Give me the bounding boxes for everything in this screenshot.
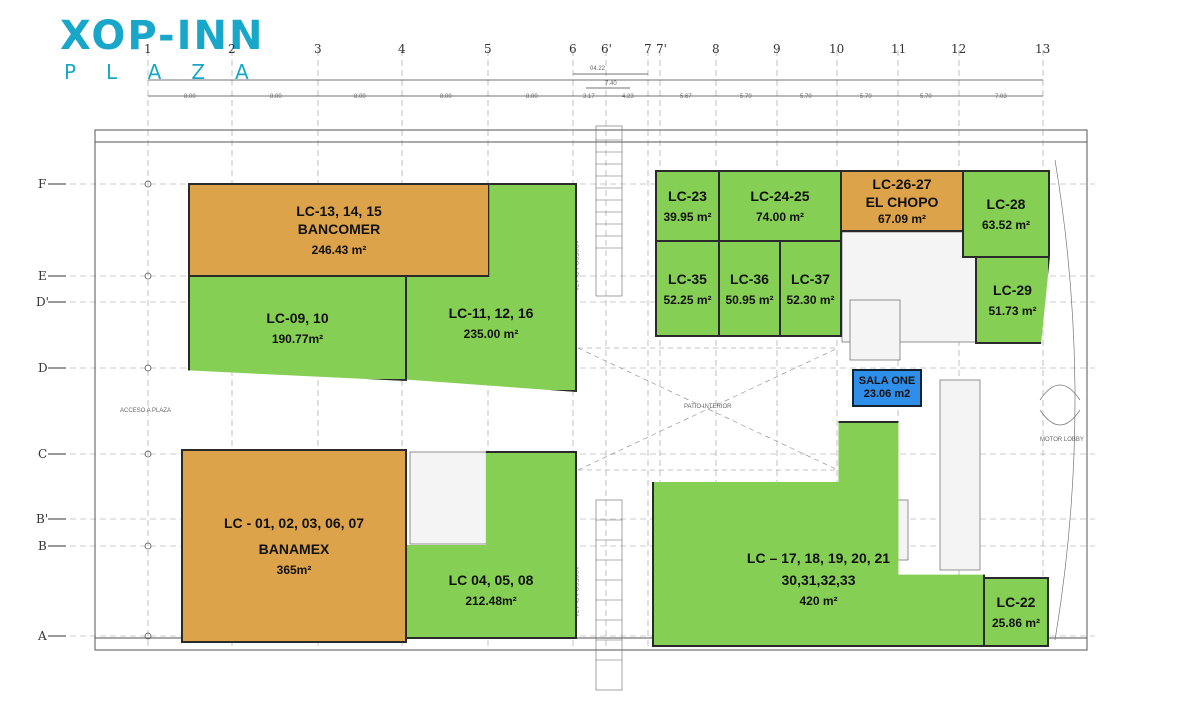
unit-sala-one[interactable]: SALA ONE 23.06 m2 bbox=[852, 369, 922, 407]
spacing-label: 3.17 bbox=[583, 94, 595, 100]
column-label: 3 bbox=[314, 42, 322, 56]
unit-area: 420 m² bbox=[799, 594, 838, 608]
spacing-label: 4.23 bbox=[622, 94, 634, 100]
column-label: 5 bbox=[484, 42, 492, 56]
unit-area: 67.09 m² bbox=[877, 212, 927, 226]
unit-area: 212.48m² bbox=[465, 594, 517, 608]
unit-name: LC-11, 12, 16 bbox=[448, 304, 534, 321]
unit-area: 74.00 m² bbox=[755, 210, 805, 224]
column-label: 6 bbox=[569, 42, 577, 56]
column-label: 13 bbox=[1035, 42, 1051, 56]
unit-name: LC-22 bbox=[996, 594, 1036, 610]
unit-name: LC-09, 10 bbox=[266, 310, 329, 326]
unit-lc-23[interactable]: LC-23 39.95 m² bbox=[655, 170, 720, 242]
unit-area: 51.73 m² bbox=[988, 304, 1037, 318]
spacing-label: 8.00 bbox=[184, 94, 196, 100]
row-label: B' bbox=[36, 512, 49, 526]
unit-lc-35[interactable]: LC-35 52.25 m² bbox=[655, 240, 720, 337]
unit-name: LC-37 bbox=[791, 270, 830, 287]
column-label: 10 bbox=[829, 42, 845, 56]
column-label: 8 bbox=[712, 42, 720, 56]
spacing-label: 8.00 bbox=[526, 94, 538, 100]
unit-area: 190.77m² bbox=[271, 332, 324, 346]
column-label: 4 bbox=[398, 42, 406, 56]
unit-area: 235.00 m² bbox=[463, 326, 519, 341]
column-label: 2 bbox=[228, 42, 236, 56]
lobby-note: MOTOR LOBBY bbox=[1040, 437, 1084, 443]
row-label: D' bbox=[36, 295, 49, 309]
unit-name: LC-29 bbox=[993, 282, 1032, 298]
unit-tenant: BANAMEX bbox=[258, 541, 330, 557]
spacing-label: 5.70 bbox=[920, 94, 932, 100]
patio-note: PATIO INTERIOR bbox=[684, 404, 732, 410]
unit-name: LC - 01, 02, 03, 06, 07 bbox=[223, 515, 365, 531]
unit-lc-01[interactable]: LC - 01, 02, 03, 06, 07 BANAMEX 365m² bbox=[181, 449, 407, 643]
column-label: 6' bbox=[601, 42, 612, 56]
spacing-label: 7.03 bbox=[995, 94, 1007, 100]
row-label: F bbox=[38, 177, 47, 191]
unit-area: 23.06 m2 bbox=[863, 388, 911, 400]
unit-name: LC – 17, 18, 19, 20, 21 bbox=[746, 550, 891, 566]
logo-title: XOP-INN bbox=[60, 13, 265, 59]
spacing-label: 8.00 bbox=[440, 94, 452, 100]
spacing-label: 8.00 bbox=[354, 94, 366, 100]
dimension-label: 04.22 bbox=[590, 66, 606, 72]
column-label: 9 bbox=[773, 42, 781, 56]
unit-name: LC-23 bbox=[668, 188, 707, 204]
unit-name: LC-13, 14, 15 bbox=[296, 203, 382, 219]
spacing-label: 5.67 bbox=[680, 94, 692, 100]
row-label: C bbox=[38, 447, 48, 461]
dimension-label: 7.40 bbox=[605, 81, 617, 87]
column-label: 1 bbox=[144, 42, 152, 56]
column-label: 12 bbox=[951, 42, 967, 56]
lobby-curves bbox=[1039, 159, 1081, 641]
dimension-lines bbox=[148, 73, 1043, 97]
unit-name: LC 04, 05, 08 bbox=[448, 572, 534, 588]
unit-lc-09-10[interactable]: LC-09, 10 190.77m² bbox=[188, 275, 407, 381]
row-label: E bbox=[38, 269, 47, 283]
unit-area: 25.86 m² bbox=[991, 616, 1041, 630]
access-note: ACCESO A PLAZA bbox=[120, 408, 172, 414]
unit-lc-13-14-15[interactable]: LC-13, 14, 15 BANCOMER 246.43 m² bbox=[188, 183, 490, 277]
unit-name: LC-24-25 bbox=[750, 188, 810, 204]
unit-area: 246.43 m² bbox=[311, 243, 367, 257]
stairs bbox=[595, 125, 623, 691]
unit-area: 52.30 m² bbox=[786, 292, 835, 307]
unit-lc-37[interactable]: LC-37 52.30 m² bbox=[779, 240, 842, 337]
unit-lc-36[interactable]: LC-36 50.95 m² bbox=[718, 240, 781, 337]
spacing-label: 5.70 bbox=[860, 94, 872, 100]
spacing-label: 5.70 bbox=[800, 94, 812, 100]
axis-arrows bbox=[48, 183, 66, 637]
unit-area: 365m² bbox=[276, 563, 312, 577]
unit-lc-28[interactable]: LC-28 63.52 m² bbox=[962, 170, 1050, 258]
unit-lc-29[interactable]: LC-29 51.73 m² bbox=[975, 256, 1050, 344]
row-label: B bbox=[38, 539, 47, 553]
unit-lc-22[interactable]: LC-22 25.86 m² bbox=[983, 577, 1049, 647]
unit-area: 63.52 m² bbox=[981, 218, 1031, 232]
unit-tenant: BANCOMER bbox=[297, 221, 381, 237]
unit-name: LC-28 bbox=[986, 196, 1026, 212]
row-label: D bbox=[38, 361, 48, 375]
unit-name: LC-35 bbox=[668, 270, 707, 287]
unit-name: SALA ONE bbox=[858, 375, 916, 387]
unit-lc-24-25[interactable]: LC-24-25 74.00 m² bbox=[718, 170, 842, 242]
column-label: 7' bbox=[656, 42, 667, 56]
column-label: 11 bbox=[891, 42, 907, 56]
unit-lc-26-27[interactable]: LC-26-27 EL CHOPO 67.09 m² bbox=[840, 170, 964, 232]
unit-name-line2: 30,31,32,33 bbox=[781, 572, 856, 588]
spacing-label: 5.70 bbox=[740, 94, 752, 100]
unit-area: 50.95 m² bbox=[725, 292, 774, 307]
spacing-label: 8.00 bbox=[270, 94, 282, 100]
unit-area: 39.95 m² bbox=[663, 210, 712, 224]
column-markers bbox=[144, 180, 152, 640]
patio-diagonals bbox=[577, 347, 839, 471]
unit-tenant: EL CHOPO bbox=[865, 194, 939, 210]
unit-name: LC-26-27 bbox=[872, 176, 932, 192]
row-label: A bbox=[38, 629, 47, 643]
unit-name: LC-36 bbox=[730, 270, 769, 287]
column-label: 7 bbox=[644, 42, 652, 56]
unit-area: 52.25 m² bbox=[663, 292, 712, 307]
